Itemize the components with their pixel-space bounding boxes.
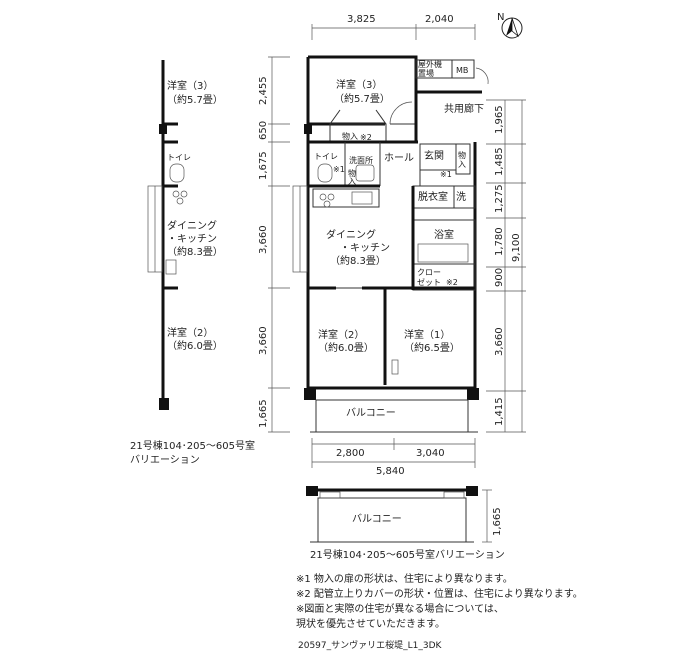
label-washroom: 洗面所 xyxy=(349,155,373,165)
variant-left-caption-1: 21号棟104･205～605号室 xyxy=(130,441,255,452)
label-wash-storage-a: 物 xyxy=(348,168,356,178)
variant-label-toilet: トイレ xyxy=(167,153,191,162)
notes: ※1 物入の扉の形状は、住宅により異なります。 ※2 配管立上りカバーの形状・位… xyxy=(296,572,583,632)
label-public-hall: 共用廊下 xyxy=(444,102,484,115)
label-entrance-storage-a: 物 xyxy=(458,150,466,160)
dim-left-2: 650 xyxy=(258,121,269,140)
dim-top-1: 3,825 xyxy=(347,14,376,25)
label-outdoor-a: 屋外機 xyxy=(418,59,442,69)
compass: N xyxy=(497,12,523,39)
label-wash-storage-b: 入 xyxy=(348,177,356,186)
variant-label-dining-size: （約8.3畳） xyxy=(167,245,223,258)
dimensions-bottom: 2,800 3,040 5,840 xyxy=(311,438,476,477)
dim-right-1: 1,965 xyxy=(494,105,505,134)
dim-bottom-total: 5,840 xyxy=(376,466,405,477)
label-closet-a: クロー xyxy=(417,268,441,277)
label-hall: ホール xyxy=(384,152,414,164)
label-western3: 洋室（3） xyxy=(336,78,382,91)
variant-label-balcony: バルコニー xyxy=(352,513,402,525)
label-dining: ダイニング xyxy=(326,228,376,241)
variant-label-western2: 洋室（2） xyxy=(167,326,213,339)
variant-left-caption: 21号棟104･205～605号室 バリエーション xyxy=(130,440,255,468)
label-entrance-mark: ※1 xyxy=(440,170,452,179)
label-bath: 浴室 xyxy=(434,228,454,241)
dim-right-3: 1,275 xyxy=(494,184,505,213)
dim-left-3: 1,675 xyxy=(258,151,269,180)
label-western2-size: （約6.0畳） xyxy=(318,341,374,354)
label-western2: 洋室（2） xyxy=(318,328,364,341)
label-western1-size: （約6.5畳） xyxy=(404,341,460,354)
label-western1: 洋室（1） xyxy=(404,328,450,341)
label-storage2: 物入 xyxy=(342,131,358,141)
dim-right-4: 1,780 xyxy=(494,227,505,256)
note-2: ※2 配管立上りカバーの形状・位置は、住宅により異なります。 xyxy=(296,589,583,600)
dimensions-top: 3,825 2,040 xyxy=(311,14,476,40)
note-1: ※1 物入の扉の形状は、住宅により異なります。 xyxy=(296,574,513,585)
dim-bottom-2: 3,040 xyxy=(416,448,445,459)
label-toilet: トイレ xyxy=(314,152,338,161)
variant-bottom-caption: 21号棟104･205～605号室バリエーション xyxy=(310,550,505,561)
main-plan: 洋室（3） （約5.7畳） 物入 ※2 共用廊下 屋外機 置場 MB トイレ ※… xyxy=(292,55,489,433)
dimensions-right: 1,965 1,485 1,275 1,780 900 3,660 1,415 … xyxy=(486,99,526,433)
variant-left-plan: 洋室（3） （約5.7畳） トイレ ダイニング ・キッチン （約8.3畳） 洋室… xyxy=(147,60,223,410)
variant-label-dining: ダイニング xyxy=(167,219,217,232)
variant-bottom-plan: バルコニー 1,665 xyxy=(306,486,503,543)
label-dressing: 脱衣室 xyxy=(418,190,448,203)
label-closet-b: ゼット xyxy=(417,277,441,287)
dim-right-6: 3,660 xyxy=(494,327,505,356)
dim-bottom-1: 2,800 xyxy=(336,448,365,459)
variant-left-caption-2: バリエーション xyxy=(130,455,200,466)
dim-left-5: 3,660 xyxy=(258,326,269,355)
variant-label-kitchen: ・キッチン xyxy=(167,233,217,245)
dim-right-2: 1,485 xyxy=(494,147,505,176)
label-entrance: 玄関 xyxy=(424,149,444,162)
dim-left-4: 3,660 xyxy=(258,225,269,254)
plan-code: 20597_サンヴァリエ桜堤_L1_3DK xyxy=(298,641,442,651)
label-entrance-storage-b: 入 xyxy=(458,160,466,169)
compass-label: N xyxy=(497,12,504,23)
label-storage2-mark: ※2 xyxy=(360,133,372,142)
dimensions-left: 2,455 650 1,675 3,660 3,660 1,665 xyxy=(258,56,290,433)
dim-left-1: 2,455 xyxy=(258,76,269,105)
label-outdoor-b: 置場 xyxy=(418,68,434,78)
dim-top-2: 2,040 xyxy=(425,14,454,25)
label-western3-size: （約5.7畳） xyxy=(334,92,390,105)
variant-label-western2-size: （約6.0畳） xyxy=(167,339,223,352)
label-washer: 洗 xyxy=(456,191,466,203)
dim-right-7: 1,415 xyxy=(494,397,505,426)
dim-right-5: 900 xyxy=(494,268,505,287)
dim-variant-balcony: 1,665 xyxy=(492,507,503,536)
note-4: 現状を優先させていただきます。 xyxy=(296,619,445,630)
label-toilet-mark: ※1 xyxy=(333,165,345,174)
label-balcony: バルコニー xyxy=(346,407,396,419)
variant-label-western3-size: （約5.7畳） xyxy=(167,93,223,106)
dim-left-6: 1,665 xyxy=(258,399,269,428)
label-dining-size: （約8.3畳） xyxy=(330,254,386,267)
variant-label-western3: 洋室（3） xyxy=(167,79,213,92)
label-closet-mark: ※2 xyxy=(446,278,458,287)
label-kitchen: ・キッチン xyxy=(340,242,390,254)
note-3: ※図面と実際の住宅が異なる場合については、 xyxy=(296,604,504,615)
label-mb: MB xyxy=(456,66,468,75)
dim-right-total: 9,100 xyxy=(511,233,522,262)
